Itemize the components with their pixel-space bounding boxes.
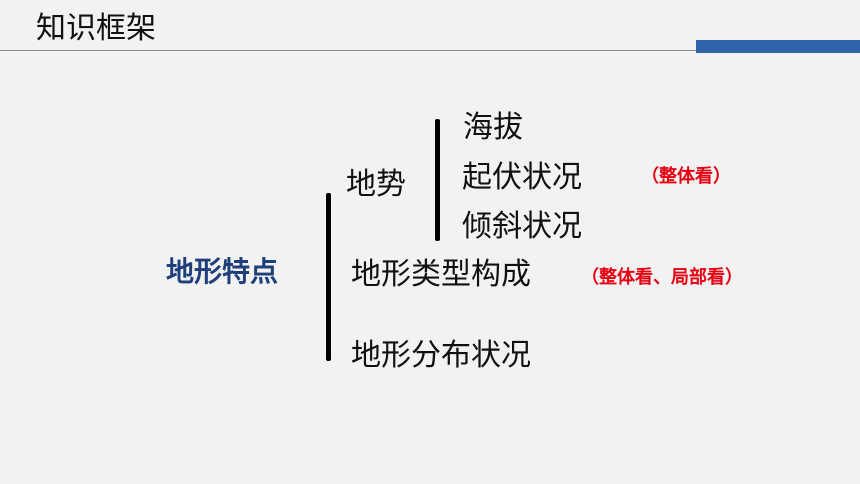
child-relief-label: 起伏状况 (462, 160, 582, 195)
header-divider (0, 50, 700, 51)
header-accent-bar (696, 40, 860, 53)
root-node-label: 地形特点 (166, 255, 279, 288)
page-title: 知识框架 (36, 11, 156, 46)
branch-terrain-note: （整体看） (641, 166, 731, 187)
branch-landform-types-note: （整体看、局部看） (581, 267, 743, 288)
branch-landform-types-label: 地形类型构成 (351, 257, 531, 292)
branch-terrain-label: 地势 (346, 167, 406, 202)
child-altitude-label: 海拔 (463, 110, 523, 145)
main-bracket (326, 193, 331, 361)
branch-distribution-label: 地形分布状况 (351, 338, 531, 373)
sub-bracket (435, 119, 440, 241)
child-slope-label: 倾斜状况 (462, 209, 582, 244)
